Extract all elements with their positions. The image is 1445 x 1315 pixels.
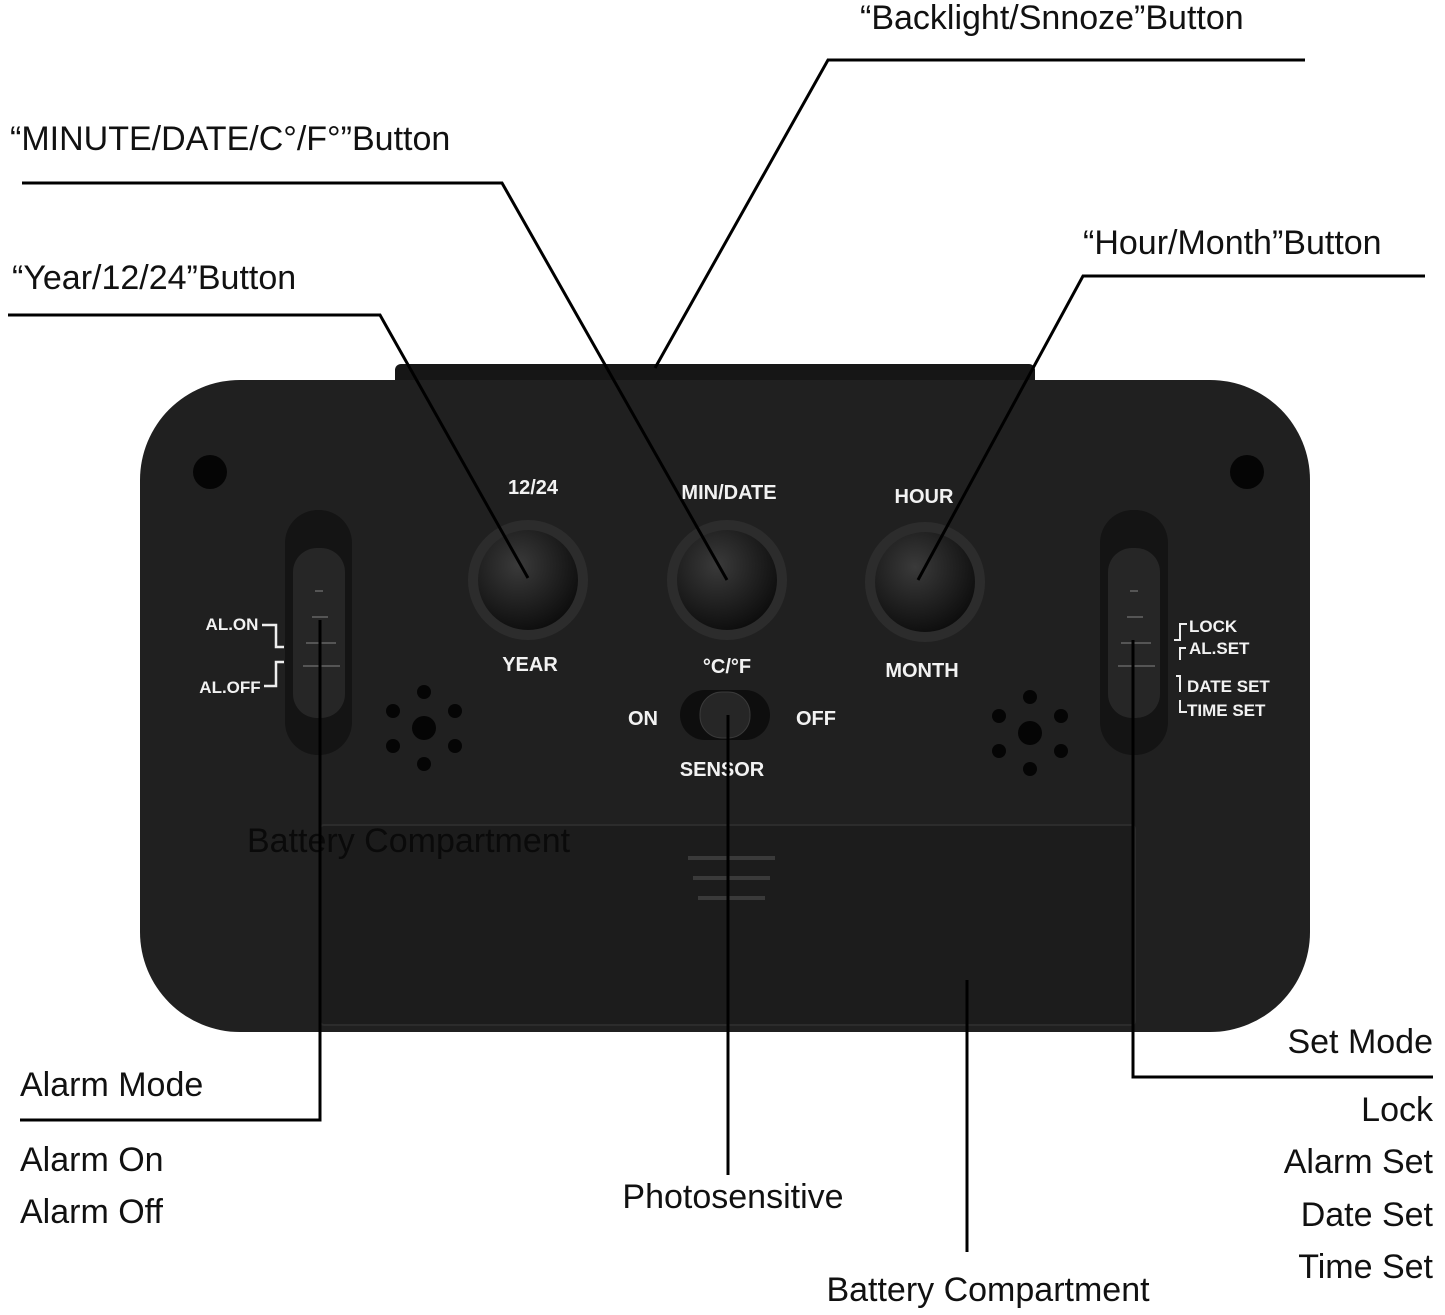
label-c-f: °C/°F — [703, 656, 751, 678]
date-set-label: DATE SET — [1187, 677, 1270, 696]
sensor-off-label: OFF — [796, 708, 836, 730]
year-callout: “Year/12/24”Button — [12, 259, 296, 297]
label-year: YEAR — [502, 654, 558, 676]
al-off-label: AL.OFF — [199, 678, 260, 697]
label-month: MONTH — [885, 660, 958, 682]
alarm-off-callout: Alarm Off — [20, 1193, 164, 1231]
label-min-date: MIN/DATE — [681, 482, 776, 504]
time-set-label: TIME SET — [1187, 701, 1266, 720]
hour-month-button[interactable] — [865, 522, 985, 642]
lock-callout: Lock — [1361, 1091, 1434, 1129]
mode-bracket — [1174, 623, 1187, 713]
sensor-label: SENSOR — [680, 759, 765, 781]
backlight-snooze-callout: “Backlight/Snnoze”Button — [860, 0, 1244, 37]
speaker-grille-left — [386, 685, 462, 771]
lock-label: LOCK — [1189, 617, 1238, 636]
sensor-switch-knob[interactable] — [699, 691, 751, 739]
al-set-label: AL.SET — [1189, 639, 1250, 658]
sensor-on-label: ON — [628, 708, 658, 730]
leader-lines — [8, 58, 1433, 1252]
hour-month-callout: “Hour/Month”Button — [1083, 224, 1382, 262]
set-mode-callout: Set Mode — [1287, 1023, 1433, 1061]
mode-slider-knob[interactable] — [1108, 548, 1160, 718]
photosensitive-callout: Photosensitive — [622, 1178, 843, 1216]
time-set-callout: Time Set — [1298, 1248, 1433, 1286]
date-set-callout: Date Set — [1301, 1196, 1434, 1234]
label-12-24: 12/24 — [508, 477, 559, 499]
alarm-set-callout: Alarm Set — [1284, 1143, 1434, 1181]
minute-date-callout: “MINUTE/DATE/C°/F°”Button — [10, 120, 450, 158]
mode-slider-ticks — [1118, 590, 1155, 667]
al-bracket — [262, 623, 284, 688]
battery-compartment-callout: Battery Compartment — [826, 1271, 1150, 1309]
al-on-label: AL.ON — [206, 615, 259, 634]
alarm-on-callout: Alarm On — [20, 1141, 164, 1179]
battery-overlay-label: Battery Compartment — [247, 822, 571, 860]
speaker-grille-right — [992, 690, 1068, 776]
hanging-hole-left — [193, 455, 227, 489]
label-hour: HOUR — [895, 486, 954, 508]
battery-cover-grip — [688, 856, 775, 900]
alarm-mode-callout: Alarm Mode — [20, 1066, 203, 1104]
year-12-24-button[interactable] — [468, 520, 588, 640]
hanging-hole-right — [1230, 455, 1264, 489]
